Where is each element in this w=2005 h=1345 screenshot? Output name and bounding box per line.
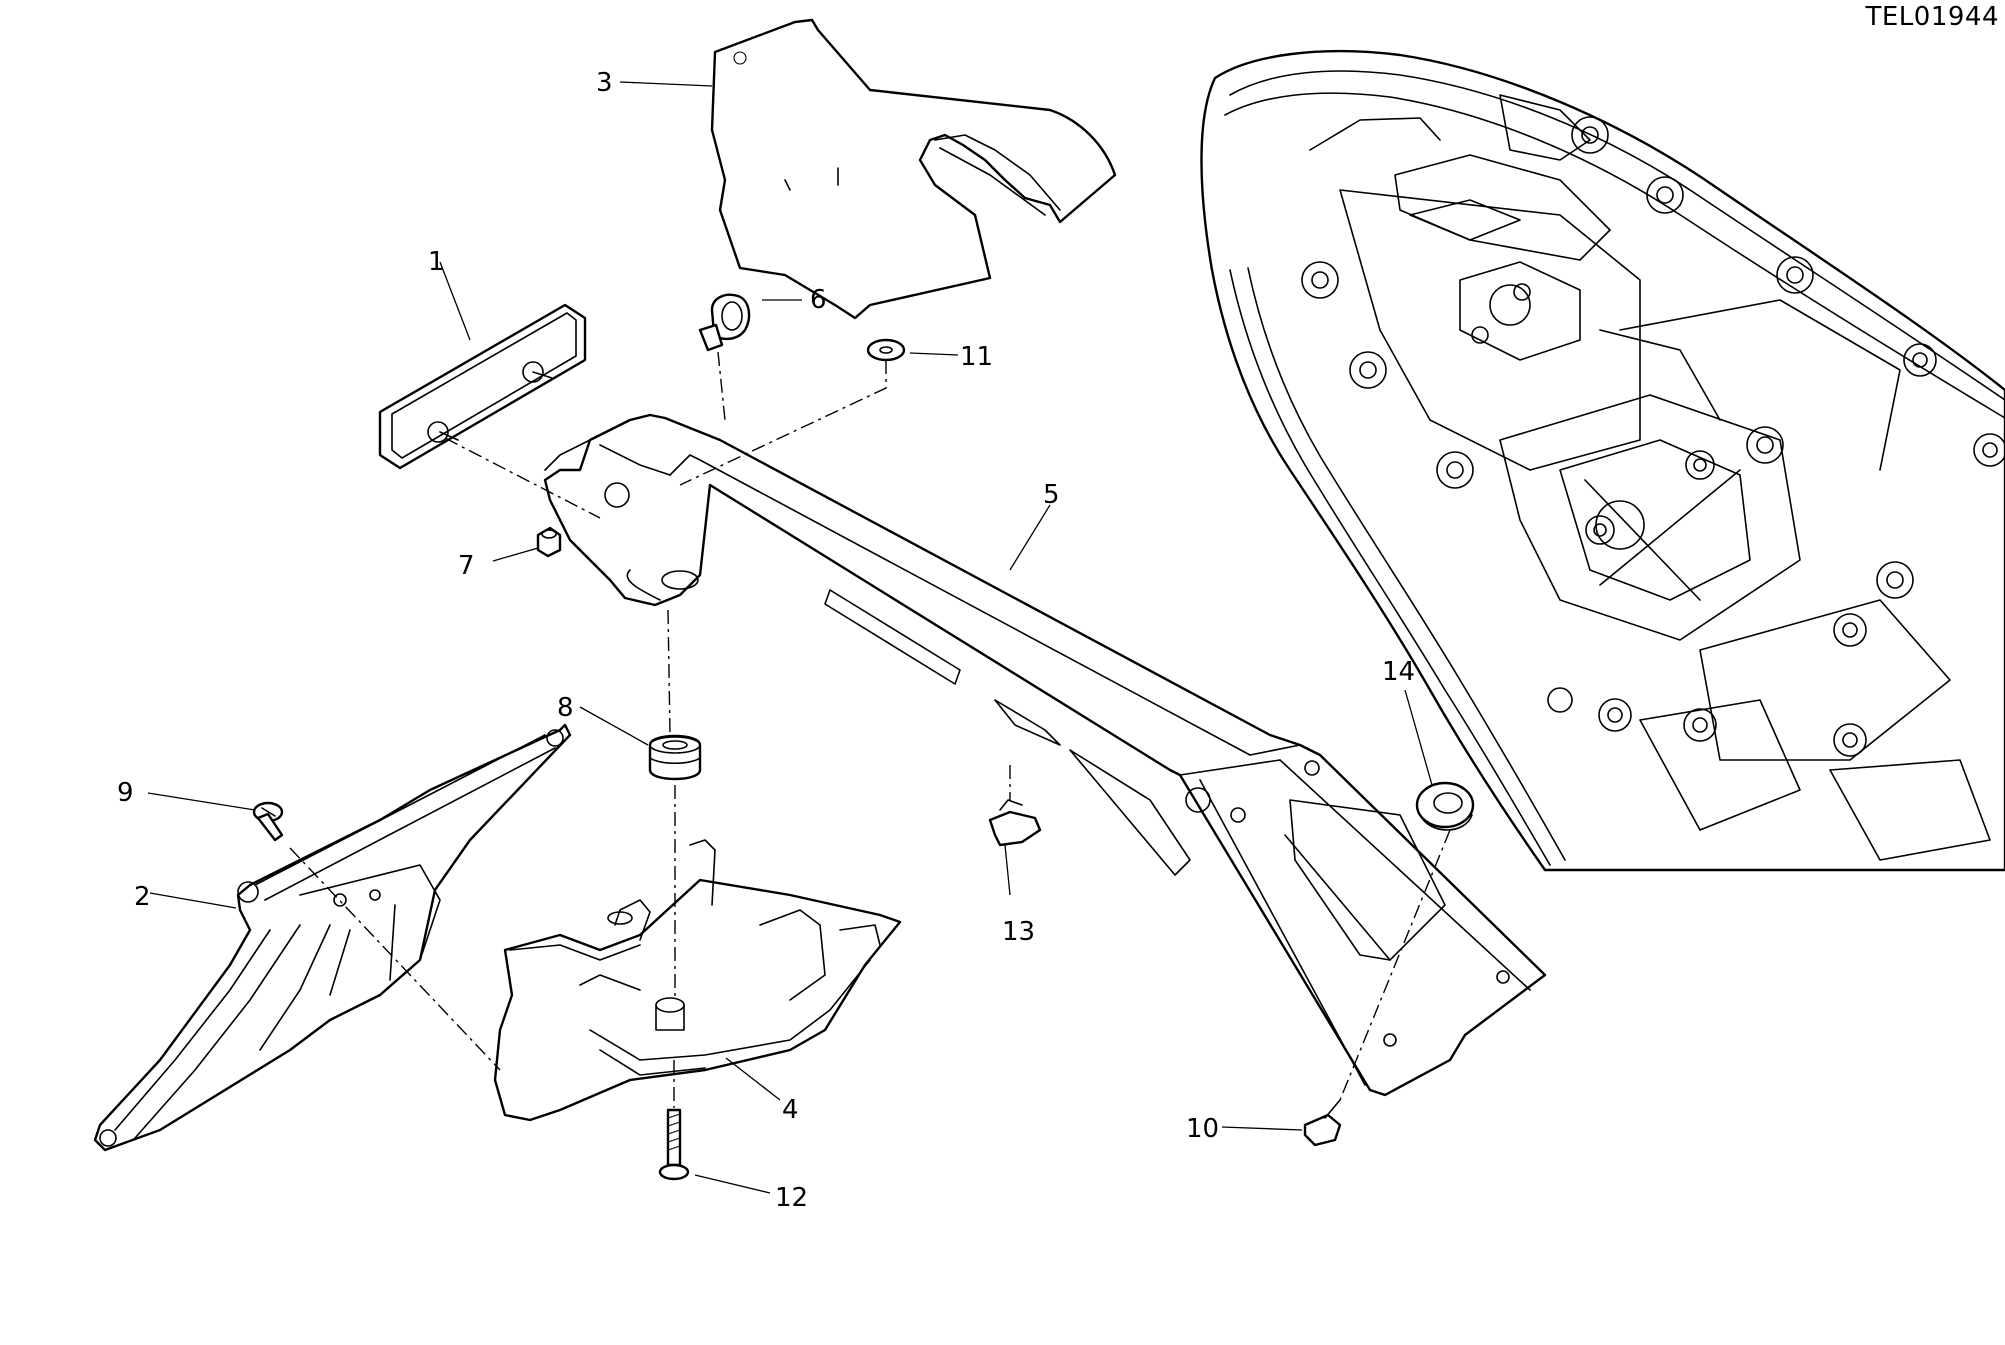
callout-8: 8 <box>557 693 574 723</box>
part-11-washer <box>866 338 906 362</box>
callout-4: 4 <box>782 1095 799 1125</box>
assembly-lines <box>289 351 1451 1108</box>
part-7-nut <box>536 526 562 558</box>
callout-1: 1 <box>428 247 445 277</box>
part-1-reflector <box>378 303 587 470</box>
part-3-cover <box>710 18 1117 320</box>
part-8-grommet <box>648 734 702 781</box>
part-6-clip <box>698 293 751 352</box>
drawing-reference-code: TEL01944 <box>1865 2 1999 32</box>
callout-9: 9 <box>117 778 134 808</box>
part-12-bolt <box>658 1108 690 1181</box>
part-5-support-bracket <box>543 413 1547 1097</box>
callout-labels: 1 2 3 4 5 6 7 8 9 10 11 12 13 14 <box>117 68 1415 1213</box>
callout-3: 3 <box>596 68 613 98</box>
part-14-grommet <box>1415 781 1475 831</box>
callout-13: 13 <box>1002 917 1035 947</box>
callout-12: 12 <box>775 1183 808 1213</box>
callout-2: 2 <box>134 882 151 912</box>
part-13-clip <box>988 799 1042 847</box>
seat-underside-part <box>1200 49 2005 872</box>
callout-6: 6 <box>810 285 827 315</box>
callout-11: 11 <box>960 342 993 372</box>
callout-7: 7 <box>458 551 475 581</box>
callout-10: 10 <box>1186 1114 1219 1144</box>
part-2-plate-holder <box>93 723 572 1152</box>
part-4-housing <box>493 839 902 1122</box>
callout-5: 5 <box>1043 480 1060 510</box>
part-10-screw <box>1303 1099 1342 1147</box>
part-9-screw <box>252 801 284 842</box>
callout-14: 14 <box>1382 657 1415 687</box>
leader-lines <box>147 81 1433 1194</box>
